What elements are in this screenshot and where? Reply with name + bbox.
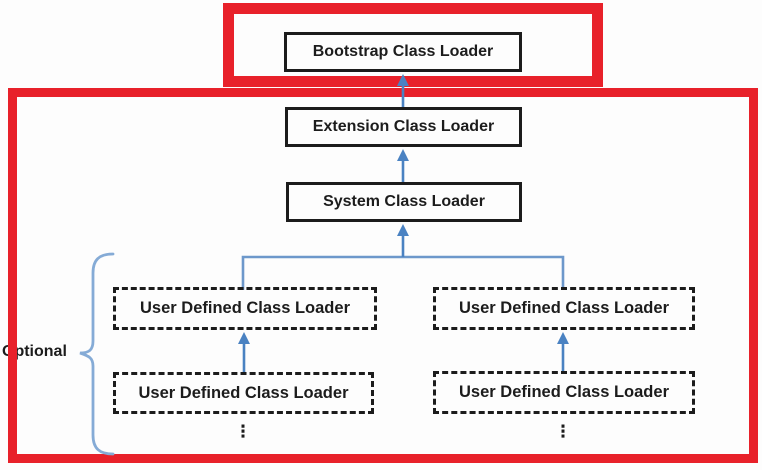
- right-branch-ellipsis: ⋮: [554, 422, 572, 442]
- system-class-loader-box: System Class Loader: [286, 182, 522, 222]
- user-defined-class-loader-box-left-bottom: User Defined Class Loader: [113, 372, 374, 414]
- highlight-rect-bootstrap: [223, 3, 603, 87]
- left-branch-ellipsis: ⋮: [234, 422, 252, 442]
- user-defined-class-loader-label: User Defined Class Loader: [459, 383, 669, 401]
- optional-label: Optional: [2, 343, 67, 360]
- bootstrap-class-loader-box: Bootstrap Class Loader: [284, 32, 522, 72]
- user-defined-class-loader-box-right-bottom: User Defined Class Loader: [433, 371, 695, 414]
- extension-class-loader-label: Extension Class Loader: [312, 118, 495, 135]
- user-defined-class-loader-box-right-top: User Defined Class Loader: [433, 287, 695, 330]
- user-defined-class-loader-label: User Defined Class Loader: [138, 383, 349, 402]
- system-class-loader-label: System Class Loader: [323, 193, 485, 210]
- user-defined-class-loader-label: User Defined Class Loader: [140, 299, 350, 317]
- user-defined-class-loader-box-left-top: User Defined Class Loader: [113, 287, 377, 330]
- highlight-rect-lower-loaders: [8, 88, 758, 463]
- extension-class-loader-box: Extension Class Loader: [285, 107, 522, 147]
- user-defined-class-loader-label: User Defined Class Loader: [459, 299, 669, 317]
- bootstrap-class-loader-label: Bootstrap Class Loader: [312, 43, 494, 60]
